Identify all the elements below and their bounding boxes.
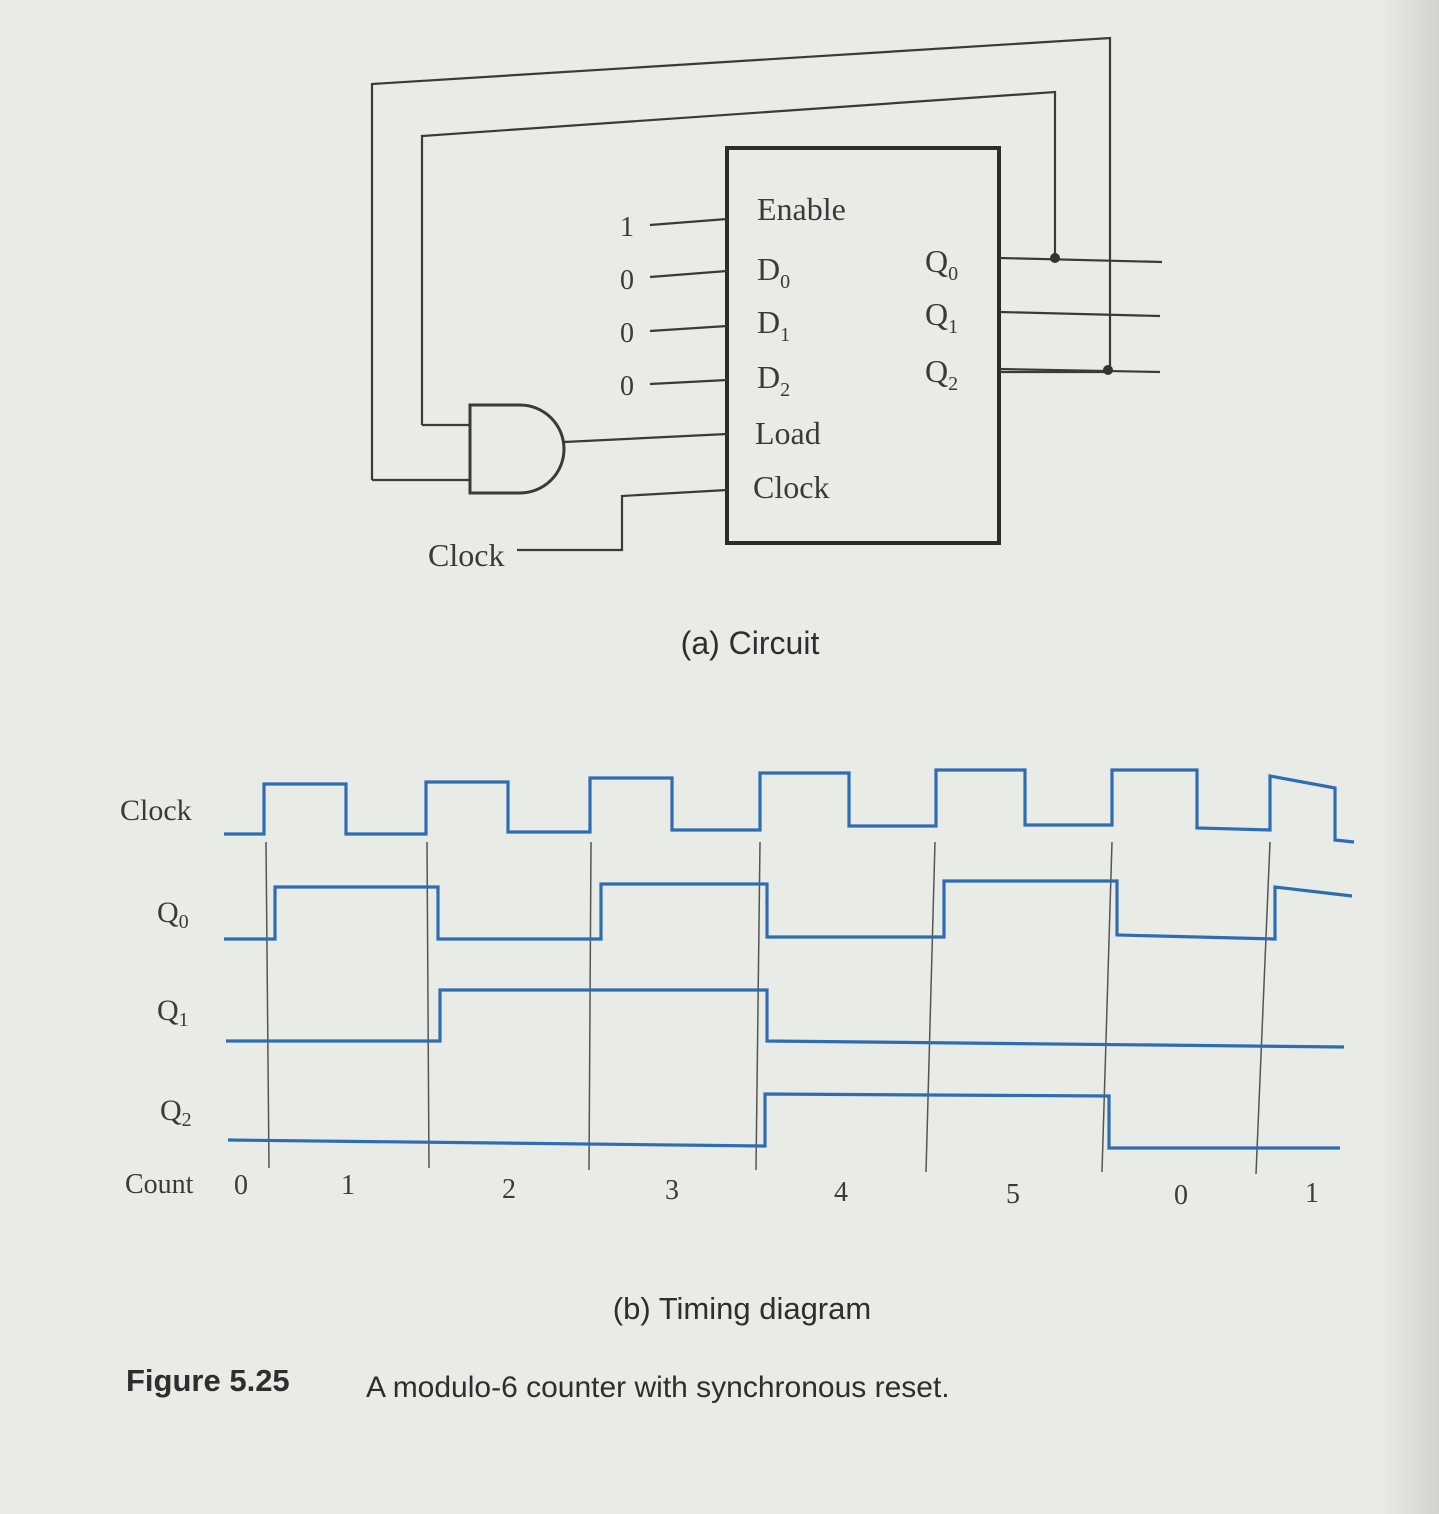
enable-label: Enable <box>757 191 846 227</box>
clock-waveform <box>224 768 1355 844</box>
q1-waveform <box>226 988 1345 1049</box>
d0-label: D0 <box>757 251 790 293</box>
q2-label: Q2 <box>925 353 958 395</box>
d2-input-wire <box>649 378 728 386</box>
count-value: 0 <box>234 1170 248 1201</box>
count-value: 0 <box>1174 1180 1188 1211</box>
junction-dot-q2 <box>1103 365 1113 375</box>
and-gate <box>468 403 566 495</box>
count-value: 1 <box>1305 1178 1319 1209</box>
counter-block <box>725 146 1001 545</box>
d1-label: D1 <box>757 304 790 346</box>
q0-output-wire <box>999 256 1163 264</box>
clock-edge-line <box>588 841 592 1171</box>
timing-q0-label: Q0 <box>157 896 189 933</box>
junction-dot-q0 <box>1050 253 1060 263</box>
circuit-caption: (a) Circuit <box>681 625 820 661</box>
load-wire <box>563 432 728 444</box>
timing-caption: (b) Timing diagram <box>613 1291 871 1326</box>
d0-value: 0 <box>620 265 634 296</box>
timing-diagram: Clock Q0 Q1 Q2 Count 0 1 2 3 4 5 0 1 <box>120 768 1355 1211</box>
q2-output-wire <box>999 367 1161 374</box>
q1-label: Q1 <box>925 296 958 338</box>
d2-label: D2 <box>757 359 790 401</box>
d2-value: 0 <box>620 371 634 402</box>
q0-label: Q0 <box>925 243 958 285</box>
figure-caption: A modulo-6 counter with synchronous rese… <box>366 1371 950 1404</box>
count-value: 1 <box>341 1170 355 1201</box>
d0-input-wire <box>649 269 728 279</box>
count-label: Count <box>125 1169 194 1200</box>
enable-input-wire <box>649 217 728 227</box>
enable-value: 1 <box>620 212 634 243</box>
timing-clock-label: Clock <box>120 794 192 827</box>
count-value: 4 <box>834 1177 848 1208</box>
q2-waveform <box>227 1092 1340 1150</box>
clock-edge-line <box>1255 841 1271 1175</box>
clock-edge-line <box>1101 841 1113 1173</box>
d1-value: 0 <box>620 318 634 349</box>
clock-wire <box>517 488 728 552</box>
feedback-wire-q2 <box>370 36 1112 480</box>
timing-q1-label: Q1 <box>157 994 189 1031</box>
timing-q2-label: Q2 <box>160 1094 192 1131</box>
load-label: Load <box>755 415 821 451</box>
page-edge-shadow <box>1379 0 1439 1514</box>
feedback-wire-q0 <box>420 90 1057 425</box>
count-value: 5 <box>1006 1179 1020 1210</box>
count-value: 2 <box>502 1174 516 1205</box>
clock-block-label: Clock <box>753 469 829 505</box>
clock-edge-line <box>265 841 270 1169</box>
figure-number: Figure 5.25 <box>126 1363 290 1398</box>
d1-input-wire <box>649 324 728 333</box>
circuit-diagram: 1 0 0 0 Enable D0 D1 D2 Load Clock Q0 Q1… <box>370 36 1163 573</box>
count-value: 3 <box>665 1175 679 1206</box>
q0-waveform <box>224 879 1353 941</box>
clock-edge-line <box>426 841 430 1169</box>
clock-edge-line <box>925 841 936 1173</box>
clock-edge-line <box>755 841 761 1171</box>
clock-input-label: Clock <box>428 537 504 573</box>
q1-output-wire <box>999 310 1161 318</box>
